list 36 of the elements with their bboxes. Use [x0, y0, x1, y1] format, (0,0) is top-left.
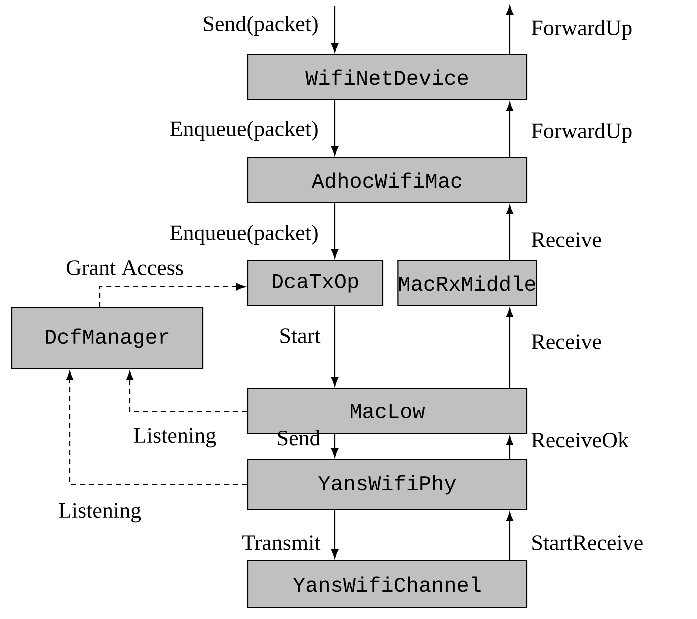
edge-label: Transmit — [242, 536, 321, 550]
edge-label: Receive — [532, 334, 602, 350]
arrow — [331, 204, 339, 259]
edge-label: Listening — [59, 503, 142, 523]
edge-label: StartReceive — [532, 536, 643, 550]
class-box: MacRxMiddle — [398, 260, 538, 307]
edge-label: ForwardUp — [532, 123, 632, 143]
arrow — [331, 6, 339, 53]
arrow — [331, 434, 339, 458]
arrow — [331, 510, 339, 559]
class-box: AdhocWifiMac — [247, 157, 528, 204]
edge-label: Enqueue(packet) — [170, 121, 318, 141]
edge-label: Receive — [532, 232, 602, 248]
edge-label: Grant Access — [66, 260, 184, 276]
arrow — [331, 306, 339, 387]
edge-label: Send(packet) — [204, 16, 318, 36]
edge-label: Start — [280, 328, 321, 344]
edge-label: Enqueue(packet) — [170, 225, 318, 245]
class-box: YansWifiChannel — [247, 560, 528, 609]
class-box: YansWifiPhy — [247, 459, 528, 511]
arrow — [506, 205, 514, 260]
arrow — [506, 512, 514, 560]
arrow — [506, 308, 514, 388]
edge-label: ForwardUp — [532, 20, 632, 40]
arrow — [506, 436, 514, 460]
edge-label: ReceiveOk — [532, 432, 629, 448]
arrow — [506, 6, 514, 54]
edge-label: Listening — [134, 428, 216, 448]
class-box: DcaTxOp — [247, 260, 384, 307]
class-box: WifiNetDevice — [247, 54, 528, 101]
arrow — [506, 102, 514, 158]
class-box: DcfManager — [11, 307, 204, 370]
arrow — [66, 371, 248, 486]
arrow — [126, 371, 248, 412]
arrow — [331, 100, 339, 156]
arrow — [99, 283, 246, 308]
